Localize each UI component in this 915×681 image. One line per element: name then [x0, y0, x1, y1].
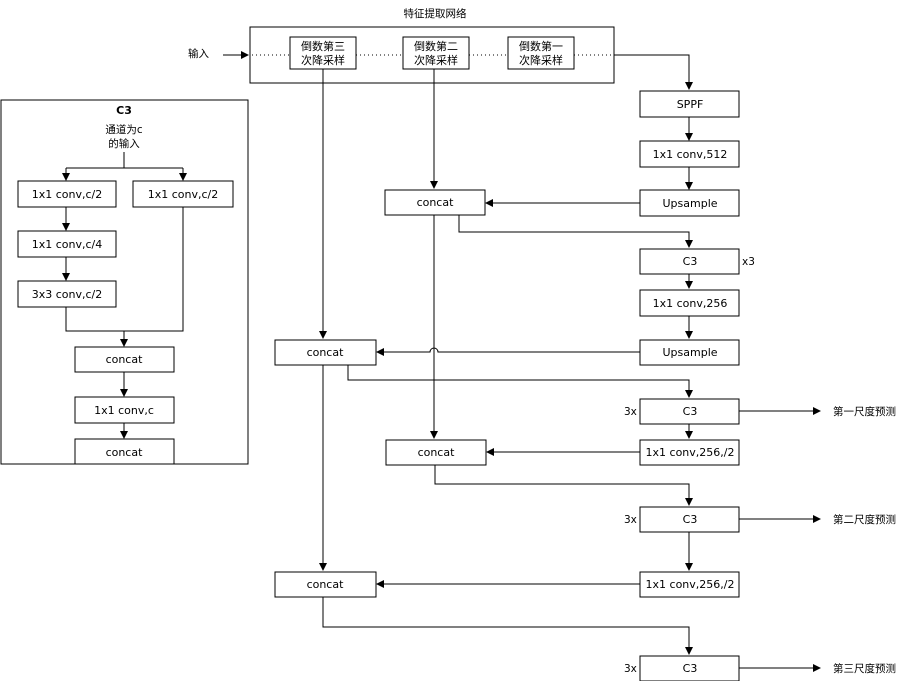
edge-concat3-to-c3-3	[434, 465, 693, 506]
concat1-label: concat	[417, 196, 455, 209]
upsample1-label: Upsample	[662, 197, 717, 210]
stage-2nd-last-line2: 次降采样	[414, 53, 458, 67]
stage-2nd-last: 倒数第二 次降采样	[402, 36, 470, 70]
c3-conv-e-label: 1x1 conv,c	[94, 404, 154, 417]
c3-concat-out: concat	[74, 438, 175, 465]
c3-conv-a-label: 1x1 conv,c/2	[32, 188, 103, 201]
stage-last-line2: 次降采样	[519, 53, 563, 67]
concat3-block: concat	[385, 439, 487, 466]
sppf-block: SPPF	[639, 90, 740, 118]
stage-last-line1: 倒数第一	[519, 39, 563, 53]
conv256-block: 1x1 conv,256	[639, 289, 740, 317]
c3-conv-b: 1x1 conv,c/2	[132, 180, 234, 208]
stage-2nd-last-line1: 倒数第二	[414, 39, 458, 53]
c3-conv-c: 1x1 conv,c/4	[17, 230, 117, 258]
c3-conv-d: 3x3 conv,c/2	[17, 280, 117, 308]
concat2-label: concat	[307, 346, 345, 359]
upsample1-block: Upsample	[639, 189, 740, 217]
c3-conv-b-label: 1x1 conv,c/2	[148, 188, 219, 201]
c3-concat: concat	[74, 346, 175, 373]
c3-split-lines	[66, 152, 183, 169]
c3-conv-a: 1x1 conv,c/2	[17, 180, 117, 208]
c3-input-line1: 通道为c	[105, 123, 142, 136]
concat3-label: concat	[418, 446, 456, 459]
c3-1-multiplier: x3	[742, 256, 755, 268]
c3-2-multiplier: 3x	[624, 406, 637, 418]
c3-4-block: C3	[639, 655, 740, 681]
input-label: 输入	[188, 47, 209, 60]
stage-last: 倒数第一 次降采样	[507, 36, 575, 70]
c3-input-line2: 的输入	[108, 137, 140, 150]
edge-concat1-to-c3-1	[458, 215, 693, 248]
c3-4-label: C3	[683, 662, 698, 675]
sppf-label: SPPF	[677, 98, 704, 111]
edge-upsample2-to-concat2	[376, 347, 640, 356]
c3-conv-d-label: 3x3 conv,c/2	[32, 288, 103, 301]
c3-4-multiplier: 3x	[624, 663, 637, 675]
c3-conv-e: 1x1 conv,c	[74, 396, 175, 424]
c3-3-label: C3	[683, 513, 698, 526]
edge-concat2-to-c3-2	[347, 365, 693, 398]
stage-3rd-last-line2: 次降采样	[301, 53, 345, 67]
output-scale2-label: 第二尺度预测	[833, 513, 896, 526]
conv512-block: 1x1 conv,512	[639, 140, 740, 168]
c3-2-block: C3	[639, 398, 740, 425]
concat4-block: concat	[274, 571, 377, 598]
conv256-s2-2-label: 1x1 conv,256,/2	[646, 578, 735, 591]
output-scale3-label: 第三尺度预测	[833, 662, 896, 675]
concat2-block: concat	[274, 339, 377, 366]
c3-1-label: C3	[683, 255, 698, 268]
c3-3-block: C3	[639, 506, 740, 533]
upsample2-block: Upsample	[639, 339, 740, 366]
upsample2-label: Upsample	[662, 346, 717, 359]
c3-module-title: C3	[116, 104, 132, 117]
concat4-label: concat	[307, 578, 345, 591]
conv256-s2-2-block: 1x1 conv,256,/2	[639, 571, 740, 598]
c3-concat-label: concat	[106, 353, 144, 366]
conv256-label: 1x1 conv,256	[653, 297, 728, 310]
c3-2-label: C3	[683, 405, 698, 418]
conv512-label: 1x1 conv,512	[653, 148, 728, 161]
stage-3rd-last-line1: 倒数第三	[301, 39, 345, 53]
output-scale1-label: 第一尺度预测	[833, 405, 896, 418]
c3-concat-out-label: concat	[106, 446, 144, 459]
edge-backbone-to-sppf	[614, 54, 693, 90]
c3-1-block: C3	[639, 248, 740, 275]
concat1-block: concat	[384, 189, 486, 216]
c3-3-multiplier: 3x	[624, 514, 637, 526]
conv256-s2-1-label: 1x1 conv,256,/2	[646, 446, 735, 459]
conv256-s2-1-block: 1x1 conv,256,/2	[639, 439, 740, 466]
stage-3rd-last: 倒数第三 次降采样	[289, 36, 357, 70]
backbone-title: 特征提取网络	[404, 7, 467, 20]
edge-concat4-to-c3-4	[322, 597, 693, 655]
c3-conv-c-label: 1x1 conv,c/4	[32, 238, 103, 251]
